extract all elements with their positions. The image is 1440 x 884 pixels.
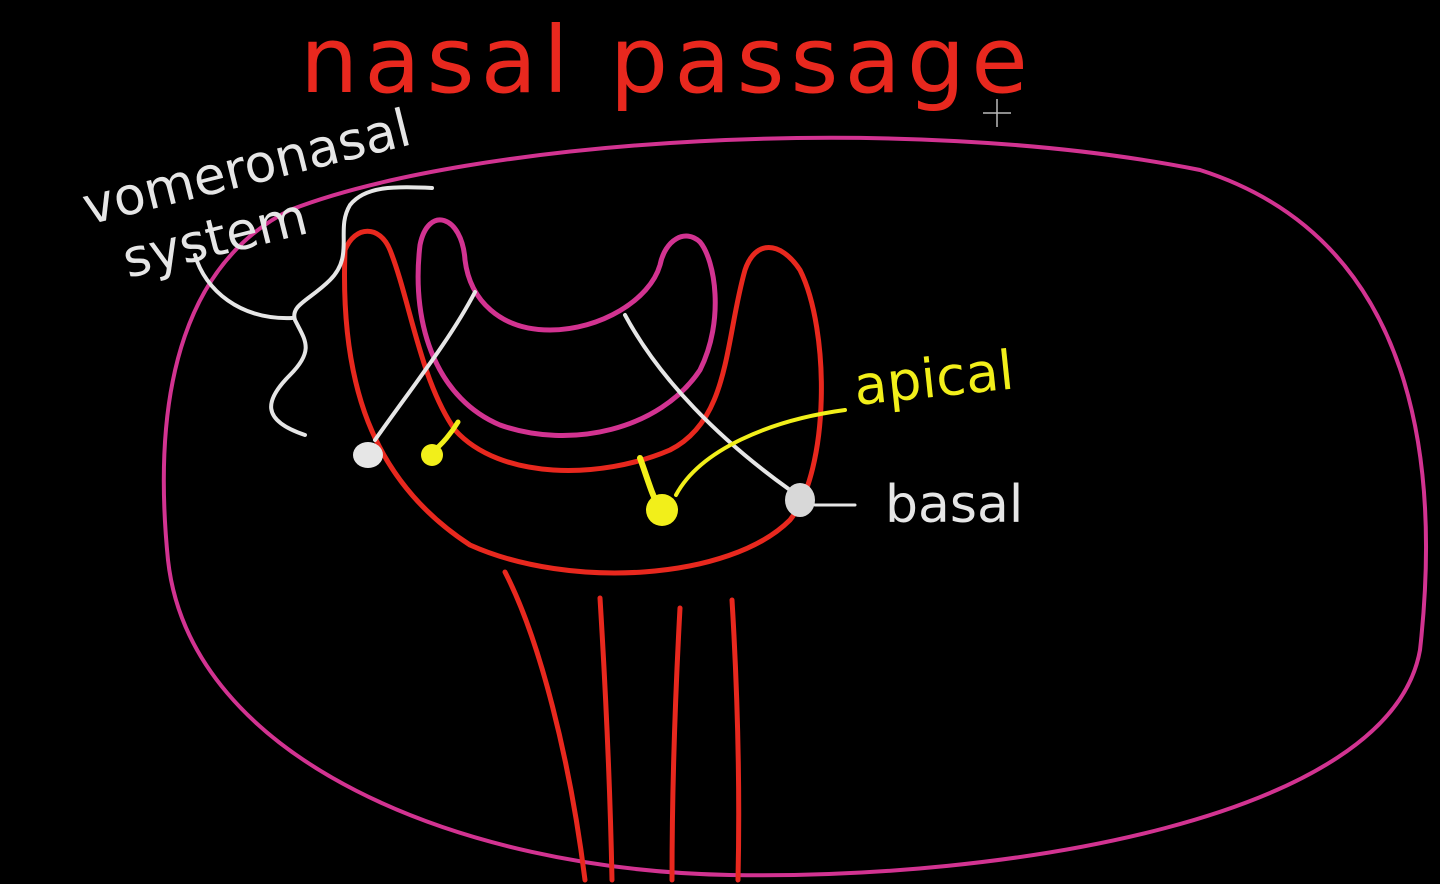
red-organ-outer: [342, 228, 824, 576]
white-neuron-left: [353, 290, 477, 468]
yellow-neuron-apical: [637, 455, 678, 526]
nasal-passage-outline: [161, 135, 1428, 878]
apical-pointer-line: [674, 408, 847, 497]
yellow-neuron-left: [421, 419, 461, 466]
diagram-title: nasal passage: [300, 7, 1034, 114]
crosshair-cursor-icon: [983, 99, 1011, 127]
white-neuron-basal: [623, 313, 857, 517]
label-pointer-line: [193, 253, 294, 321]
vomeronasal-brace: [269, 185, 434, 437]
apical-label: apical: [851, 339, 1017, 418]
basal-label: basal: [885, 475, 1023, 535]
magenta-epithelium: [415, 217, 718, 438]
red-nerve-bundle: [502, 569, 742, 883]
